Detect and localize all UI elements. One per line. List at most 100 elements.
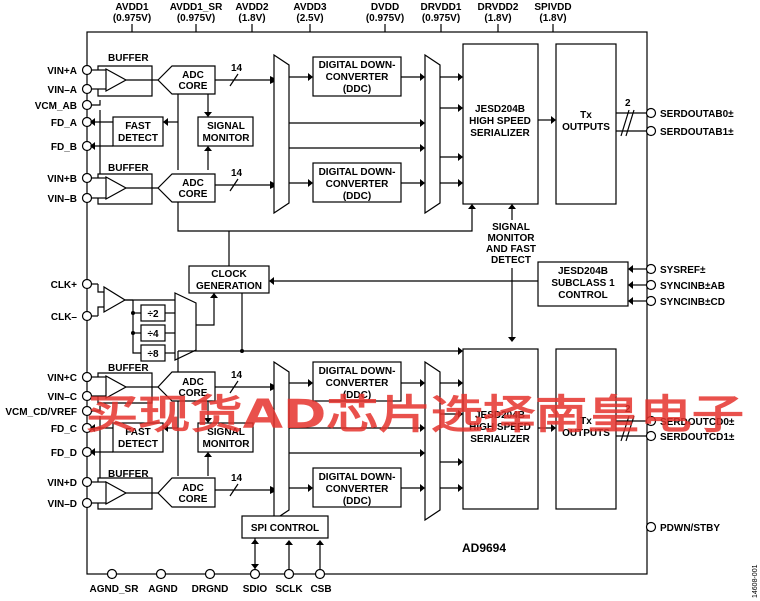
svg-text:(DDC): (DDC) — [343, 390, 371, 401]
svg-text:DIGITAL DOWN-: DIGITAL DOWN- — [319, 472, 396, 483]
pin-label: VIN–A — [48, 85, 77, 96]
pin-label: VIN+D — [47, 478, 77, 489]
svg-text:GENERATION: GENERATION — [196, 281, 262, 292]
svg-text:DIGITAL DOWN-: DIGITAL DOWN- — [319, 167, 396, 178]
svg-text:AND FAST: AND FAST — [486, 244, 536, 255]
fast-detect-cd — [112, 422, 164, 453]
pin-label: FD_B — [51, 142, 77, 153]
buffer-label: BUFFER — [108, 163, 149, 174]
left-pin-circles — [81, 64, 93, 509]
svg-text:ADC: ADC — [182, 178, 204, 189]
buffer-triangle — [105, 67, 128, 93]
pin-label: VIN+C — [47, 373, 77, 384]
pin-label: VCM_AB — [35, 101, 77, 112]
svg-text:MONITOR: MONITOR — [202, 439, 250, 450]
supply-value: (0.975V) — [113, 13, 151, 24]
svg-text:ADC: ADC — [182, 377, 204, 388]
pin-label: CLK+ — [51, 280, 78, 291]
svg-text:DETECT: DETECT — [118, 439, 158, 450]
svg-text:÷8: ÷8 — [147, 349, 158, 360]
crossbar-mux-cd — [273, 360, 290, 522]
jesd-serializer-ab — [462, 43, 539, 205]
pin-label: SERDOUTCD1± — [660, 432, 735, 443]
supply-pin-stubs — [131, 24, 554, 32]
svg-text:CONVERTER: CONVERTER — [326, 378, 390, 389]
supply-value: (1.8V) — [484, 13, 511, 24]
buffer-triangle — [105, 175, 128, 201]
svg-text:SIGNAL: SIGNAL — [207, 121, 245, 132]
bus-width: 14 — [231, 473, 243, 484]
svg-text:CONVERTER: CONVERTER — [326, 72, 390, 83]
pin-label: VCM_CD/VREF — [5, 407, 77, 418]
svg-text:SIGNAL: SIGNAL — [207, 427, 245, 438]
part-number: AD9694 — [462, 541, 506, 555]
ddc-block — [312, 467, 402, 508]
buffer-label: BUFFER — [108, 53, 149, 64]
pin-label: SERDOUTAB1± — [660, 127, 734, 138]
svg-text:JESD204B: JESD204B — [558, 266, 608, 277]
clock-mux — [174, 292, 197, 361]
svg-text:SPI CONTROL: SPI CONTROL — [251, 523, 319, 534]
svg-text:SUBCLASS 1: SUBCLASS 1 — [551, 278, 615, 289]
svg-text:OUTPUTS: OUTPUTS — [562, 428, 610, 439]
svg-text:DIGITAL DOWN-: DIGITAL DOWN- — [319, 60, 396, 71]
pin-label: VIN+B — [47, 174, 77, 185]
supply-name: AVDD1 — [115, 2, 149, 13]
svg-text:CORE: CORE — [179, 388, 208, 399]
bus-width: 14 — [231, 370, 243, 381]
svg-text:CONVERTER: CONVERTER — [326, 484, 390, 495]
svg-text:MONITOR: MONITOR — [487, 233, 535, 244]
svg-text:HIGH SPEED: HIGH SPEED — [469, 422, 531, 433]
pin-label: VIN–B — [48, 194, 77, 205]
pin-label: VIN–D — [48, 499, 77, 510]
figure-id: 14608-001 — [752, 564, 759, 598]
pin-label: CLK– — [51, 312, 78, 323]
svg-text:Tx: Tx — [580, 416, 592, 427]
supply-name: AVDD3 — [293, 2, 327, 13]
channel-ab: BUFFER ADC CORE 14 FAST DETECT SIGNAL MO… — [90, 43, 646, 215]
clock-section: CLOCK GENERATION ÷2 ÷4 ÷8 — [92, 231, 538, 362]
pin-label: SYNCINB±CD — [660, 297, 725, 308]
supply-value: (0.975V) — [366, 13, 404, 24]
svg-text:SERIALIZER: SERIALIZER — [470, 128, 530, 139]
signal-monitor-ab — [197, 116, 254, 147]
pin-label: SYSREF± — [660, 265, 706, 276]
pin-label: FD_C — [51, 424, 77, 435]
supply-value: (1.8V) — [238, 13, 265, 24]
svg-text:CONVERTER: CONVERTER — [326, 179, 390, 190]
pin-label: SDIO — [243, 584, 268, 595]
svg-text:DETECT: DETECT — [491, 255, 531, 266]
pin-label: PDWN/STBY — [660, 523, 720, 534]
pin-label: SERDOUTCD0± — [660, 417, 735, 428]
left-pin-labels: VIN+A VIN–A VCM_AB FD_A FD_B VIN+B VIN–B… — [5, 66, 77, 510]
pin-label: FD_D — [51, 448, 77, 459]
supply-value: (0.975V) — [422, 13, 460, 24]
svg-text:(DDC): (DDC) — [343, 84, 371, 95]
svg-text:SERIALIZER: SERIALIZER — [470, 434, 530, 445]
ddc-block — [312, 56, 402, 97]
adc-core-b — [157, 173, 216, 203]
pin-label: VIN+A — [47, 66, 77, 77]
tx-outputs-cd — [555, 348, 617, 510]
jesd-subclass-section: JESD204B SUBCLASS 1 CONTROL — [537, 261, 646, 307]
output-mux-ab — [424, 53, 441, 215]
fast-detect-ab — [112, 116, 164, 147]
bus-width: 14 — [231, 63, 243, 74]
supply-labels: AVDD1 (0.975V) AVDD1_SR (0.975V) AVDD2 (… — [113, 2, 572, 24]
tx-outputs-ab — [555, 43, 617, 205]
output-mux-cd — [424, 360, 441, 522]
buffer-label: BUFFER — [108, 469, 149, 480]
svg-text:DIGITAL DOWN-: DIGITAL DOWN- — [319, 366, 396, 377]
svg-text:CONTROL: CONTROL — [558, 290, 607, 301]
supply-name: AVDD2 — [235, 2, 269, 13]
pin-label: SCLK — [275, 584, 303, 595]
pin-label: SERDOUTAB0± — [660, 109, 734, 120]
spi-control — [241, 515, 329, 539]
svg-text:SIGNAL: SIGNAL — [492, 222, 530, 233]
svg-text:OUTPUTS: OUTPUTS — [562, 122, 610, 133]
svg-text:CORE: CORE — [179, 81, 208, 92]
svg-text:MONITOR: MONITOR — [202, 133, 250, 144]
clock-generation — [188, 265, 270, 294]
supply-name: DVDD — [371, 2, 399, 13]
